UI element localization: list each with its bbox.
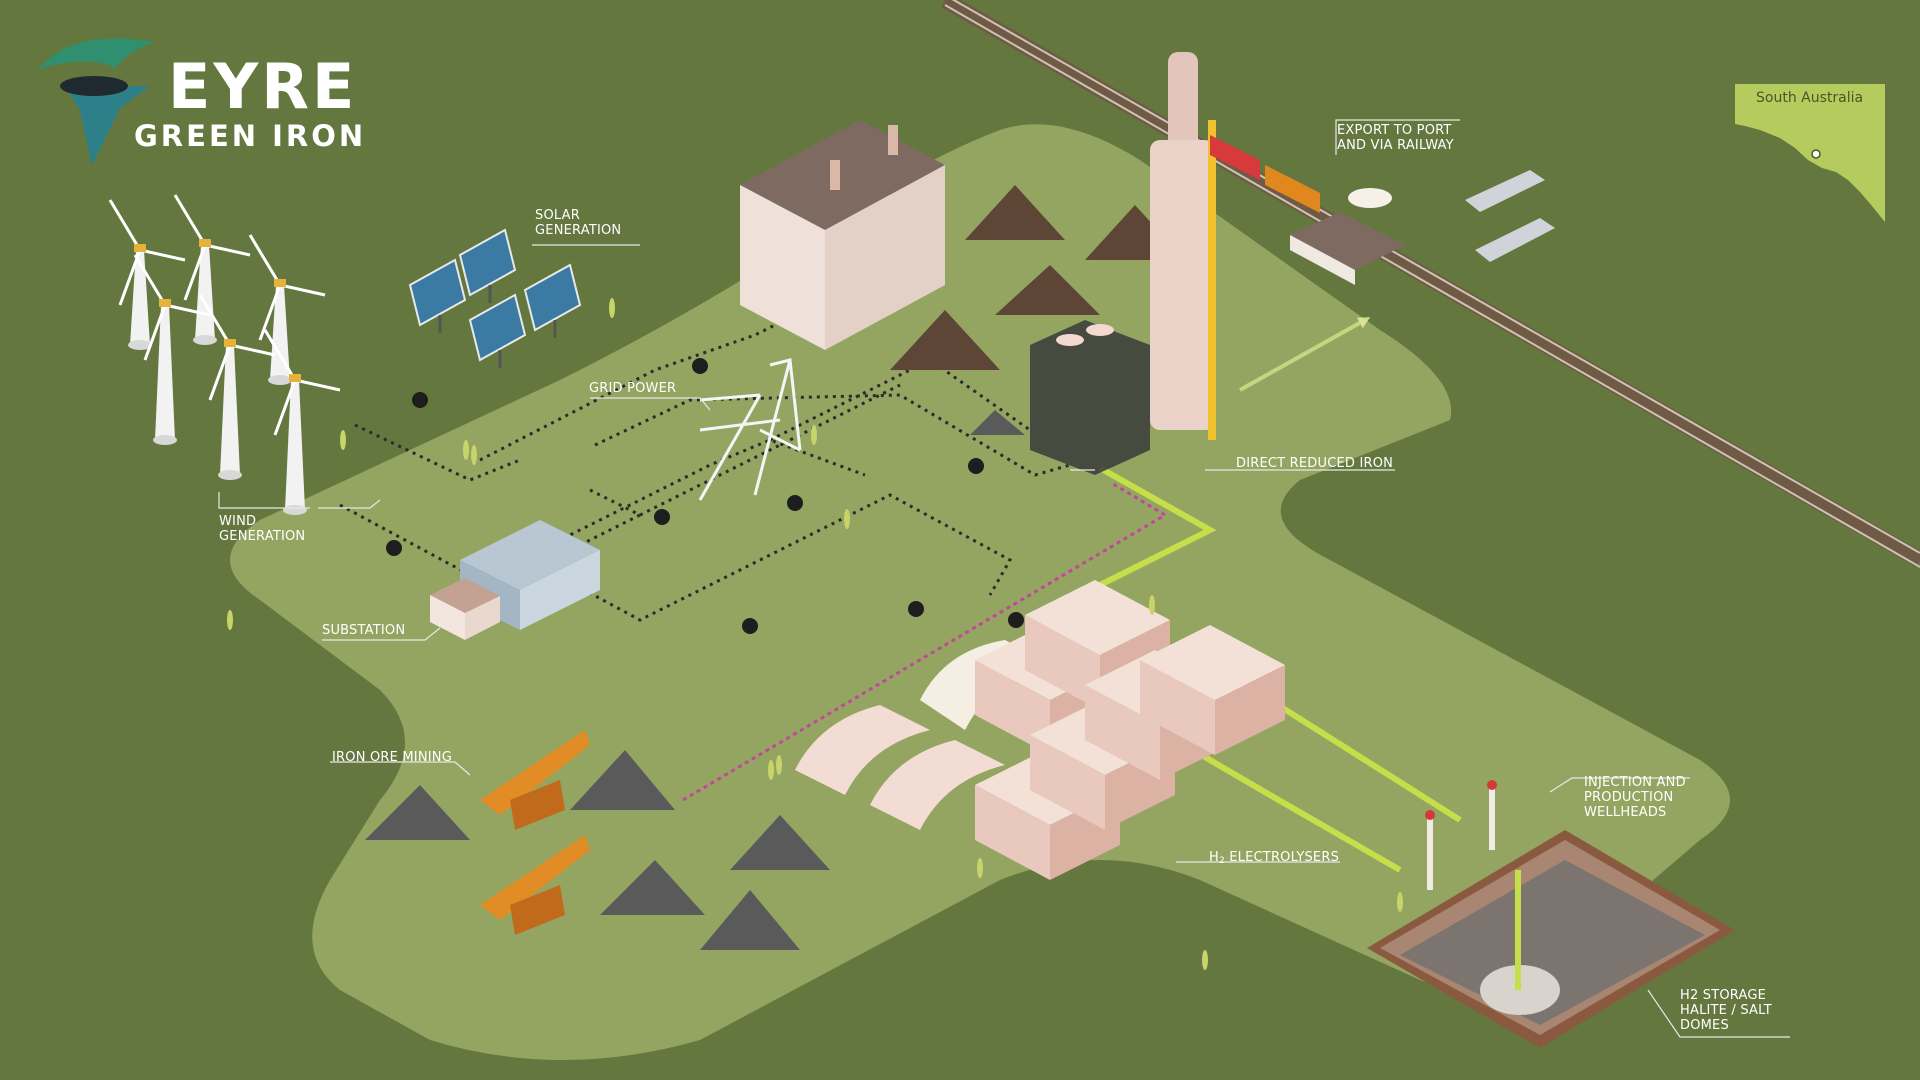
logo-tagline-text: GREEN IRON (134, 120, 366, 152)
eyre-location-marker (1812, 150, 1820, 158)
wind-generation-label: WIND GENERATION (219, 514, 305, 544)
logo-brand-text: EYRE (168, 56, 357, 118)
grid-power-label: GRID POWER (589, 381, 676, 396)
export-train (1210, 135, 1320, 213)
h2-electrolysers-label: H2 ELECTROLYSERS (1209, 850, 1339, 869)
substation-label: SUBSTATION (322, 623, 405, 638)
solar-panels (410, 230, 580, 368)
south-australia-label: South Australia (1756, 90, 1863, 106)
direct-reduced-iron-label: DIRECT REDUCED IRON (1236, 456, 1393, 471)
wellheads-label: INJECTION AND PRODUCTION WELLHEADS (1584, 775, 1686, 820)
h2-storage-label: H2 STORAGE HALITE / SALT DOMES (1680, 988, 1772, 1033)
export-label: EXPORT TO PORT AND VIA RAILWAY (1337, 123, 1454, 153)
iron-ore-mining-label: IRON ORE MINING (332, 750, 452, 765)
tanker-trucks (1465, 170, 1555, 262)
eyre-green-iron-logo: EYRE GREEN IRON (30, 28, 410, 168)
solar-generation-label: SOLAR GENERATION (535, 208, 621, 238)
wind-turbines (110, 195, 340, 515)
